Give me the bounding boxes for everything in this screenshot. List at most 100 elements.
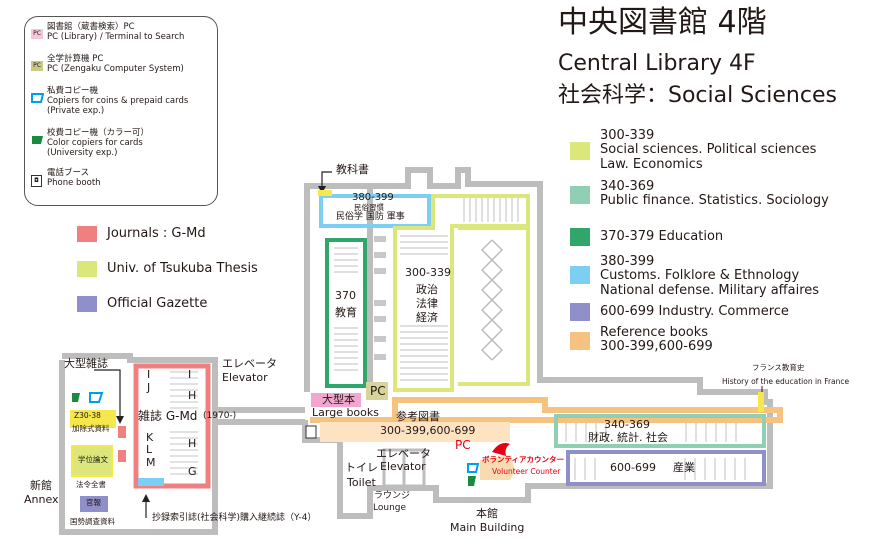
phone-booth-icon: ◘ xyxy=(31,175,42,187)
index-note-label: 抄録索引誌(社会科学)購入継続誌（Y-4） xyxy=(152,513,317,523)
journals-swatch xyxy=(77,226,97,242)
volunteer-counter-icon xyxy=(492,443,510,456)
zone-300-jp2: 法律 xyxy=(416,297,438,310)
elevator-main-jp: エレベータ xyxy=(376,447,431,460)
large-books-en: Large books xyxy=(312,406,379,419)
phone-booth-icon xyxy=(305,425,317,439)
shelf-i: I xyxy=(147,368,151,381)
pillars xyxy=(374,236,386,360)
volunteer-counter xyxy=(480,455,515,480)
shelf-j: J xyxy=(147,381,151,394)
gazette-box xyxy=(80,496,108,512)
zone-reference xyxy=(310,397,783,423)
kokkai-label: 国勢調査資料 xyxy=(70,517,115,526)
zone-600-699 xyxy=(566,450,766,486)
zone-370-code: 370 xyxy=(335,289,356,302)
zone-380-jp: 民俗習慣 xyxy=(354,203,384,212)
shelf-h2: H xyxy=(188,437,197,450)
class-370-label: 370-379 Education xyxy=(600,229,724,244)
elevator-annex-en: Elevator xyxy=(222,371,268,384)
zone-300-339 xyxy=(393,194,530,392)
toilet-en: Toilet xyxy=(347,476,376,489)
page-title-en: Central Library 4F xyxy=(558,51,756,76)
lounge-en: Lounge xyxy=(373,503,407,513)
toilet-jp: トイレ xyxy=(345,461,378,474)
zone-340-jp: 財政. 統計. 社会 xyxy=(588,431,668,444)
large-books-area xyxy=(311,393,361,407)
elevator-annex-jp: エレベータ xyxy=(222,357,277,370)
shelves xyxy=(334,198,746,480)
gazette-legend-label: Official Gazette xyxy=(107,296,208,311)
thesis-label: 学位論文 xyxy=(78,455,108,464)
annex-en: Annex xyxy=(24,493,59,506)
display-shelves xyxy=(480,239,504,361)
thesis-legend-label: Univ. of Tsukuba Thesis xyxy=(107,261,258,276)
zone-380-399 xyxy=(319,194,431,228)
large-magazines-label: 大型雑誌 xyxy=(64,357,108,370)
main-building-en: Main Building xyxy=(450,521,525,534)
zone-370 xyxy=(325,238,367,388)
legend-label: 私費コピー機 xyxy=(47,86,99,96)
large-books-jp: 大型本 xyxy=(322,393,355,406)
class-ref-swatch xyxy=(570,332,590,350)
zone-300-jp3: 経済 xyxy=(416,311,438,324)
journals-year: (1970-) xyxy=(203,411,237,421)
legend-label: 図書館（蔵書検索）PC xyxy=(47,22,135,32)
main-building-walls xyxy=(302,167,773,519)
zone-340-code: 340-369 xyxy=(604,418,650,431)
main-building-jp: 本館 xyxy=(476,507,498,520)
zone-300-code: 300-339 xyxy=(405,266,451,279)
france-shelf xyxy=(758,392,764,412)
private-copier-icon xyxy=(31,93,45,103)
reference-code: 300-399,600-699 xyxy=(380,424,476,437)
legend-label: 電話ブース xyxy=(47,168,90,178)
annex-red-mark xyxy=(118,450,126,462)
shelf-h1: H xyxy=(188,389,197,402)
reference-shelves xyxy=(320,422,510,442)
reference-jp: 参考図書 xyxy=(396,410,440,423)
legend-label: (University exp.) xyxy=(47,147,118,158)
shelf-k: K xyxy=(146,431,154,444)
kyokasho-label: 教科書 xyxy=(336,163,369,176)
pc-library-label: PC xyxy=(455,438,471,452)
class-340-swatch xyxy=(570,186,590,204)
annex-shelves xyxy=(170,371,198,475)
zone-380-code: 380-399 xyxy=(352,192,394,203)
class-370-swatch xyxy=(570,228,590,246)
legend-label: Phone booth xyxy=(47,177,101,188)
legend-label: PC (Library) / Terminal to Search xyxy=(47,31,185,42)
annex-small-box xyxy=(138,478,164,486)
large-mag-arrow xyxy=(94,369,121,420)
pc-zengaku-station xyxy=(366,382,388,400)
page-title-jp: 中央図書館 4階 xyxy=(558,5,767,40)
pc-zengaku-icon: PC xyxy=(31,61,43,71)
gazette-label: 官報 xyxy=(86,498,101,507)
shelf-m: M xyxy=(146,456,156,469)
journals-label: 雑誌 G-Md xyxy=(138,409,198,423)
zone-300-jp1: 政治 xyxy=(416,283,438,296)
zone-600-jp: 産業 xyxy=(673,461,695,474)
zone-380-jp2: 民俗学 国防 軍事 xyxy=(336,212,405,222)
page-subtitle: 社会科学：Social Sciences xyxy=(558,83,837,108)
zone-340-369 xyxy=(554,414,766,448)
lounge-jp: ラウンジ xyxy=(374,491,411,501)
thesis-swatch xyxy=(77,261,97,277)
university-copier-icon xyxy=(31,135,43,145)
france-jp: フランス教育史 xyxy=(752,363,805,372)
class-600-swatch xyxy=(570,303,590,321)
annex-jp: 新館 xyxy=(30,479,52,492)
france-en: History of the education in France xyxy=(722,377,850,386)
legend-label: Color copiers for cards xyxy=(47,137,143,148)
legend-label: 校費コピー機（カラー可） xyxy=(47,128,150,138)
private-copier-icon xyxy=(467,463,480,473)
elevator-area xyxy=(382,448,426,488)
pc-zengaku-label: PC xyxy=(370,384,386,398)
volunteer-jp: ボランティアカウンター xyxy=(482,455,565,464)
journals-legend-label: Journals : G-Md xyxy=(107,226,206,241)
class-300-swatch xyxy=(570,142,590,160)
z30-code: Z30-38 xyxy=(74,411,101,420)
